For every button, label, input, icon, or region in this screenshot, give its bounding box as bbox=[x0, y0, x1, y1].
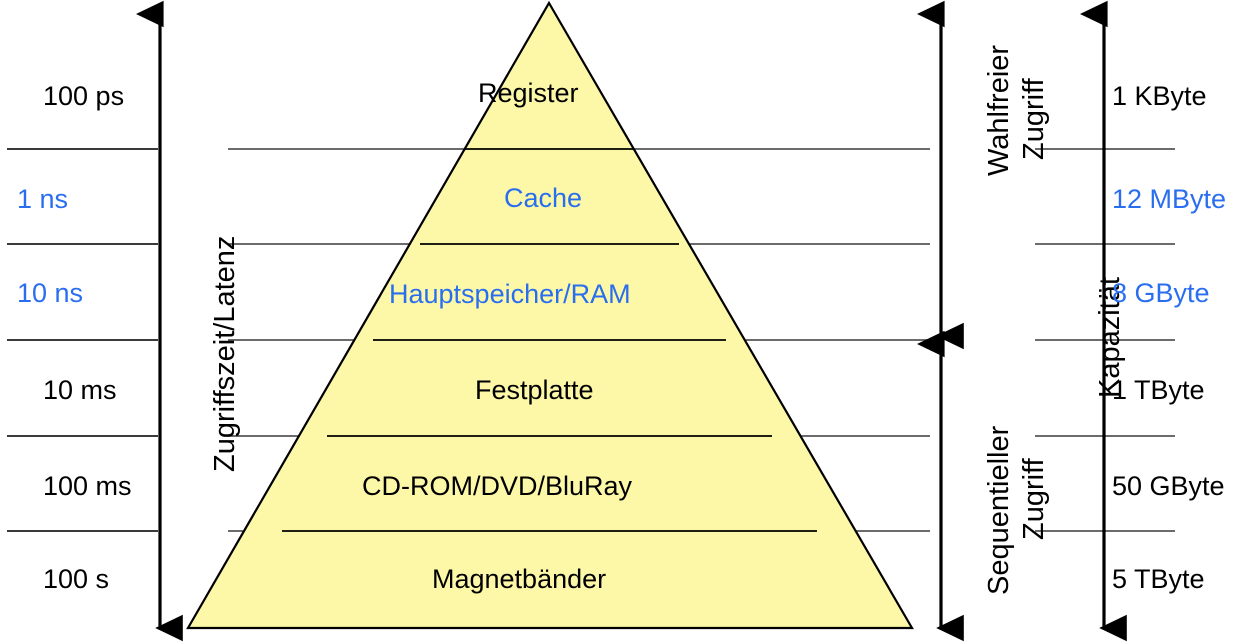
tier-label-register: Register bbox=[478, 78, 579, 108]
random-access-label-line2: Zugriff bbox=[1018, 78, 1050, 160]
capacity-value-ram: 8 GByte bbox=[1112, 278, 1210, 308]
latency-value-optical: 100 ms bbox=[43, 471, 132, 501]
capacity-value-optical: 50 GByte bbox=[1112, 471, 1225, 501]
pyramid-shape bbox=[186, 0, 914, 630]
latency-axis-label: Zugriffszeit/Latenz bbox=[209, 235, 241, 472]
capacity-value-tape: 5 TByte bbox=[1112, 564, 1205, 594]
latency-value-register: 100 ps bbox=[43, 81, 125, 111]
capacity-value-festplatte: 1 TByte bbox=[1112, 375, 1205, 405]
capacity-value-cache: 12 MByte bbox=[1112, 184, 1227, 214]
tier-label-optical: CD-ROM/DVD/BluRay bbox=[362, 471, 633, 501]
latency-value-cache: 1 ns bbox=[17, 184, 69, 214]
sequential-access-label-line1: Sequentieller bbox=[983, 425, 1015, 595]
random-access-label-line1: Wahlfreier bbox=[983, 44, 1015, 176]
capacity-value-register: 1 KByte bbox=[1112, 81, 1207, 111]
pyramid-tier-dividers bbox=[282, 148, 817, 532]
tier-label-festplatte: Festplatte bbox=[475, 375, 594, 405]
tier-label-ram: Hauptspeicher/RAM bbox=[389, 279, 631, 309]
tier-label-tape: Magnetbänder bbox=[432, 564, 607, 594]
latency-value-ram: 10 ns bbox=[17, 278, 84, 308]
latency-value-festplatte: 10 ms bbox=[43, 375, 117, 405]
tier-label-cache: Cache bbox=[504, 183, 583, 213]
sequential-access-label-line2: Zugriff bbox=[1018, 458, 1050, 540]
latency-value-tape: 100 s bbox=[43, 564, 110, 594]
left-rule-lines bbox=[7, 148, 158, 532]
